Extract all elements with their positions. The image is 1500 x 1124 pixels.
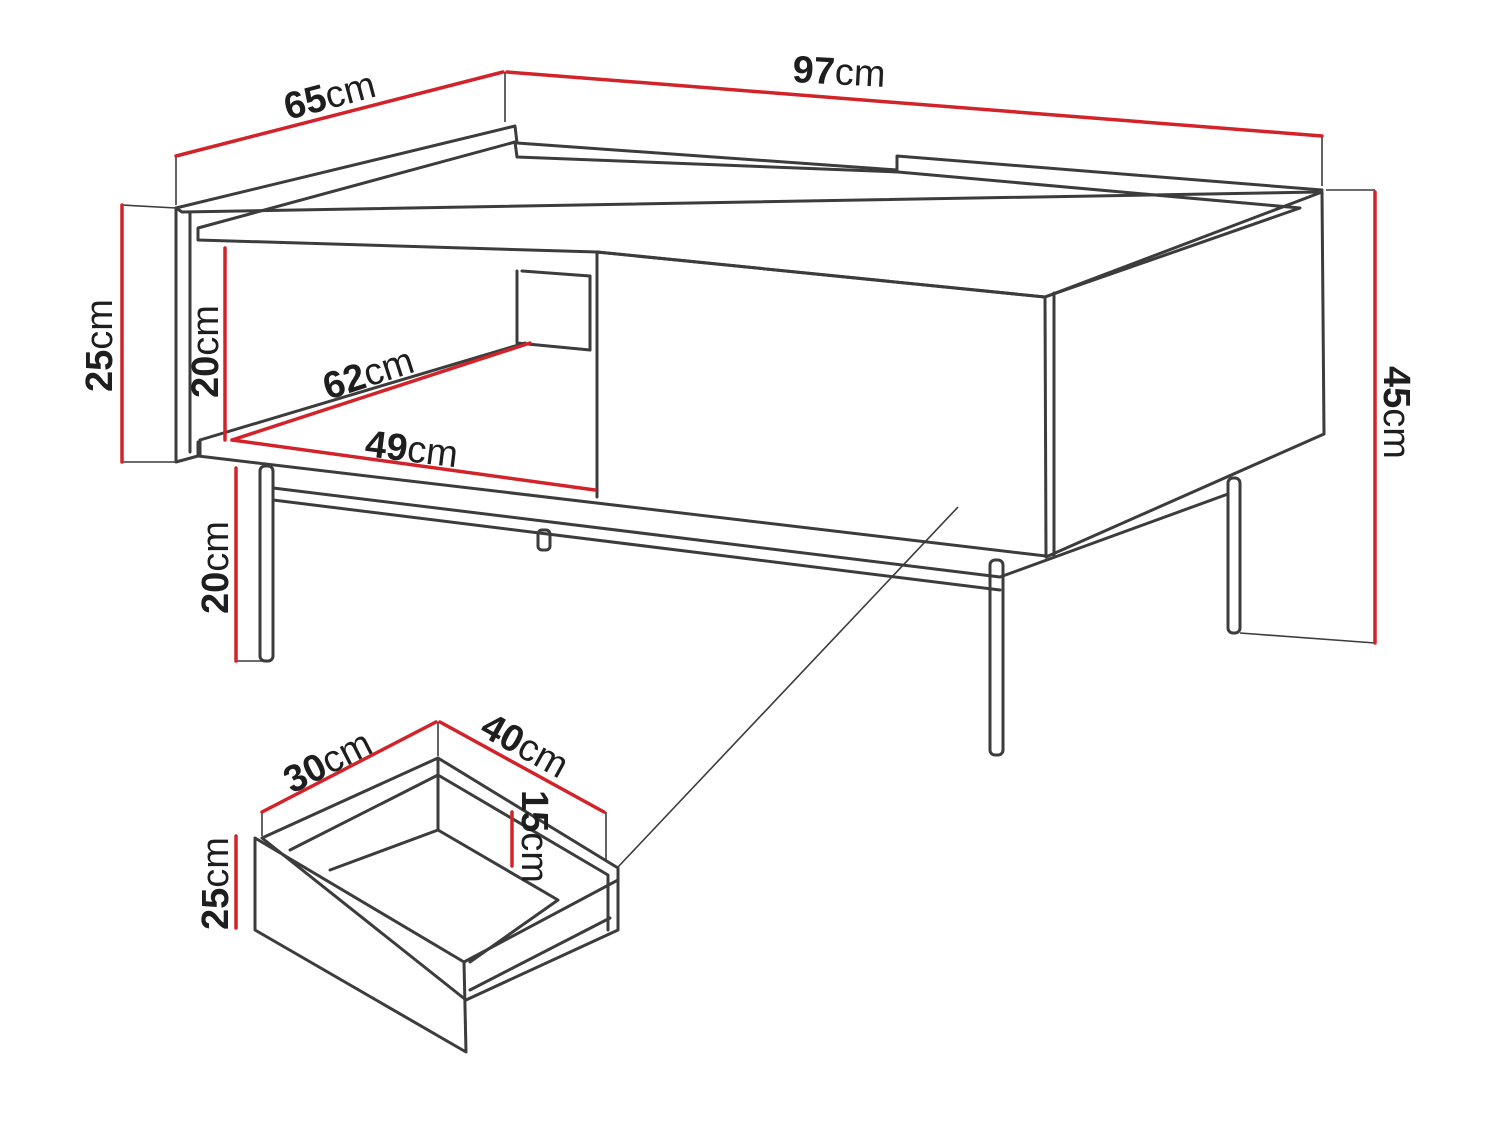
dim-label-total-height: 45cm bbox=[1375, 366, 1417, 459]
table-outline bbox=[174, 124, 1326, 757]
dim-label-drawer-inner-height: 15cm bbox=[513, 790, 555, 883]
dim-label-shelf-width: 49cm bbox=[363, 423, 460, 476]
dim-label-shelf-height: 20cm bbox=[185, 305, 227, 398]
dim-label-table-depth: 65cm bbox=[279, 64, 380, 129]
dim-label-top-panel-height: 25cm bbox=[79, 299, 121, 392]
dimension-lines bbox=[120, 70, 1377, 930]
dim-label-drawer-height: 25cm bbox=[195, 837, 237, 930]
dimension-labels: 65cm 97cm 25cm 20cm 62cm 49cm 20cm 45cm … bbox=[79, 49, 1417, 930]
dim-label-shelf-depth: 62cm bbox=[318, 340, 419, 409]
drawer-callout-line bbox=[617, 506, 959, 868]
dim-label-table-width: 97cm bbox=[792, 49, 887, 96]
dim-label-drawer-depth: 40cm bbox=[474, 705, 576, 787]
dim-label-drawer-width: 30cm bbox=[277, 722, 379, 802]
drawer-outline bbox=[253, 756, 620, 1054]
dim-label-leg-height: 20cm bbox=[195, 521, 237, 614]
